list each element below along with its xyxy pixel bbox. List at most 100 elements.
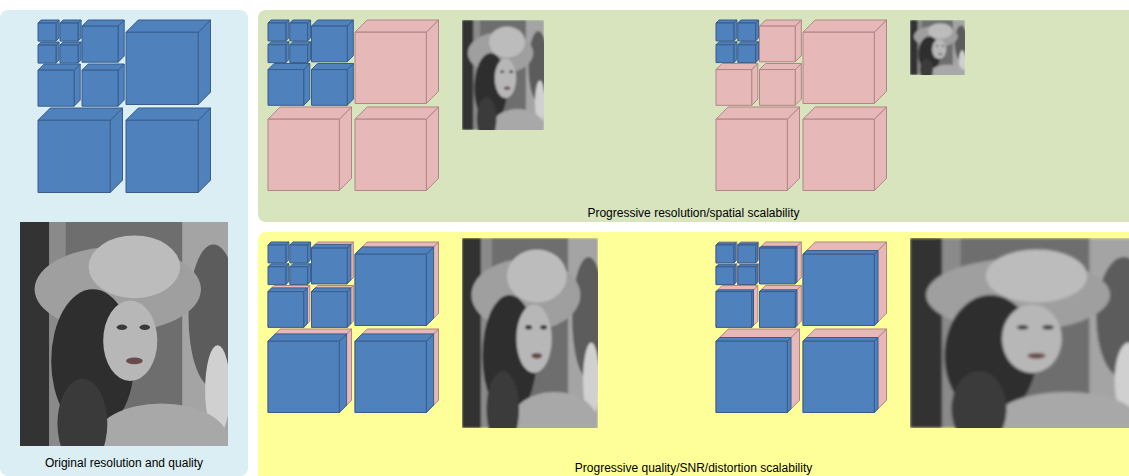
cube-front [738,267,756,285]
cube-top [803,329,887,341]
cube-top [268,107,352,119]
cube-front [716,23,734,41]
cube-top [312,286,354,292]
panel-ground [0,10,248,476]
photo-shape [511,392,598,428]
cube-top [268,329,352,341]
cube-side [347,242,353,284]
cube-front [268,341,339,412]
cube-front [268,292,304,328]
cube-side [752,286,758,328]
cube-top [38,64,80,70]
cube-side [874,242,886,326]
cube-top [312,64,354,70]
photo-content [462,238,598,428]
photo-shape [1017,325,1028,330]
cube-side [874,107,886,191]
cube-front [126,32,198,104]
photo-shape [525,325,532,330]
cube-front [355,119,426,190]
cube-front [738,23,756,41]
cube-top [803,251,878,255]
cube-side [795,242,801,284]
cube-front [268,267,286,285]
cube-top [803,242,887,254]
cube-side [118,64,124,106]
portrait-photo [462,20,544,130]
cube-front [760,292,796,328]
subband-cubes [716,242,887,413]
cube-top [268,334,347,341]
cube-front [60,23,78,41]
cube-side [347,244,351,283]
cube-front [716,245,734,263]
cube-front [268,70,304,106]
cube-side [426,334,433,413]
cube-front [716,341,787,412]
cube-side [795,64,801,106]
cube-side [198,108,210,193]
cube-side [426,242,438,326]
photo-shape [103,300,157,381]
cube-top [355,242,439,254]
cube-front [355,341,426,412]
cube-front [716,267,734,285]
cube-front [290,45,308,63]
photo-shape [942,45,945,46]
cube-front [803,254,874,325]
photo-shape [504,87,511,90]
photo-shape [951,371,1006,428]
cube-front [738,245,756,263]
cube-top [312,288,351,292]
cube-side [874,251,878,326]
cube-top [312,20,354,26]
photo-shape [477,97,497,130]
cube-front [760,70,796,106]
photo-shape [117,325,127,330]
cube-front [290,245,308,263]
cube-front [60,45,78,63]
cube-side [339,329,351,413]
cube-top [268,286,310,292]
cube-side [198,20,210,105]
photo-shape [89,235,181,298]
photo-shape [126,358,143,365]
photo-shape [928,23,952,38]
photo-shape [1002,305,1062,373]
cube-side [347,288,351,327]
cube-front [38,23,56,41]
portrait-photo [910,20,965,75]
cube-front [803,341,874,412]
cube-side [874,338,878,413]
cube-top [760,286,802,292]
photo-content [462,20,544,130]
cube-front [290,267,308,285]
cube-side [74,64,80,106]
cube-front [716,292,752,328]
cube-side [795,286,801,328]
cube-side [347,20,353,62]
resolution-panel: Progressive resolution/spatial scalabili… [258,10,1129,222]
panel-caption: Original resolution and quality [45,456,203,470]
cube-front [760,26,796,62]
cube-top [126,20,211,32]
cube-front [312,248,348,284]
cube-top [268,64,310,70]
cube-top [355,20,439,32]
cube-side [874,20,886,104]
cube-front [126,120,198,192]
photo-shape [509,70,513,73]
cube-top [355,107,439,119]
cube-front [268,245,286,263]
subband-cubes [268,20,439,191]
cube-top [716,329,800,341]
photo-shape [932,39,946,59]
cube-side [787,107,799,191]
cube-front [82,70,118,106]
cube-top [760,242,802,248]
cube-side [339,334,346,413]
photo-content [910,238,1129,428]
cube-front [268,292,304,328]
cube-side [426,107,438,191]
photo-shape [20,222,49,446]
